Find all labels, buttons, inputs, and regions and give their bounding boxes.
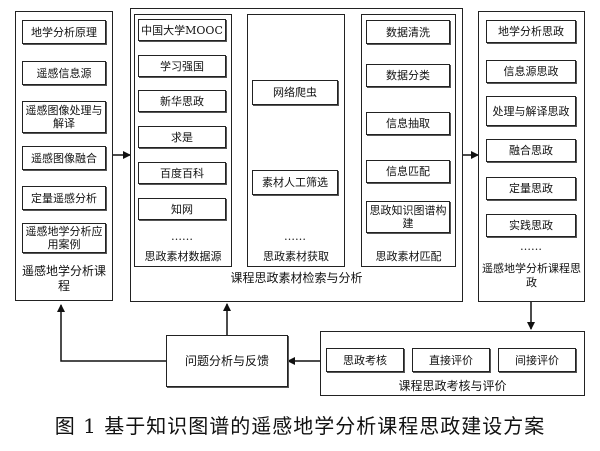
match-item-4: 思政知识图谱构建 (366, 201, 450, 233)
acquire-item-1: 素材人工筛选 (252, 170, 338, 195)
left-item-2: 遥感图像处理与解译 (22, 101, 106, 133)
match-item-2: 信息抽取 (366, 112, 450, 135)
source-item-4: 百度百科 (138, 162, 226, 184)
right-item-0: 地学分析思政 (486, 20, 576, 43)
acquire-column-label: 思政素材获取 (263, 250, 329, 263)
source-item-3: 求是 (138, 126, 226, 148)
match-item-1: 数据分类 (366, 64, 450, 87)
source-item-1: 学习强国 (138, 55, 226, 77)
left-item-0: 地学分析原理 (22, 20, 106, 44)
eval-title: 课程思政考核与评价 (398, 379, 507, 393)
feedback-box: 问题分析与反馈 (166, 335, 288, 387)
match-item-0: 数据清洗 (366, 20, 450, 44)
source-item-2: 新华思政 (138, 90, 226, 112)
left-item-4: 定量遥感分析 (22, 186, 106, 210)
left-item-5: 遥感地学分析应用案例 (22, 223, 106, 253)
eval-item-2: 间接评价 (498, 348, 576, 372)
match-item-3: 信息匹配 (366, 160, 450, 183)
right-ellipsis: …… (520, 240, 542, 253)
acquire-column-frame (247, 14, 345, 267)
source-column-label: 思政素材数据源 (144, 250, 222, 263)
right-ideology-title: 遥感地学分析课程思政 (482, 262, 581, 289)
match-column-label: 思政素材匹配 (375, 250, 442, 263)
eval-item-0: 思政考核 (326, 348, 404, 372)
right-item-2: 处理与解译思政 (486, 96, 576, 126)
left-item-1: 遥感信息源 (22, 61, 106, 85)
eval-item-1: 直接评价 (412, 348, 490, 372)
arrow-feedback-to-left (57, 304, 166, 362)
source-item-5: 知网 (138, 198, 226, 220)
left-item-3: 遥感图像融合 (22, 146, 106, 170)
acquire-item-0: 网络爬虫 (252, 80, 338, 105)
acquire-ellipsis: …… (284, 230, 306, 243)
right-item-1: 信息源思政 (486, 60, 576, 83)
source-ellipsis: …… (171, 230, 193, 243)
left-course-title: 遥感地学分析课程 (21, 264, 106, 293)
figure-caption: 图 1 基于知识图谱的遥感地学分析课程思政建设方案 (54, 414, 546, 438)
right-item-5: 实践思政 (486, 214, 576, 237)
center-title: 课程思政素材检索与分析 (230, 271, 363, 285)
right-item-4: 定量思政 (486, 177, 576, 200)
source-item-0: 中国大学MOOC (138, 19, 226, 41)
right-item-3: 融合思政 (486, 139, 576, 162)
